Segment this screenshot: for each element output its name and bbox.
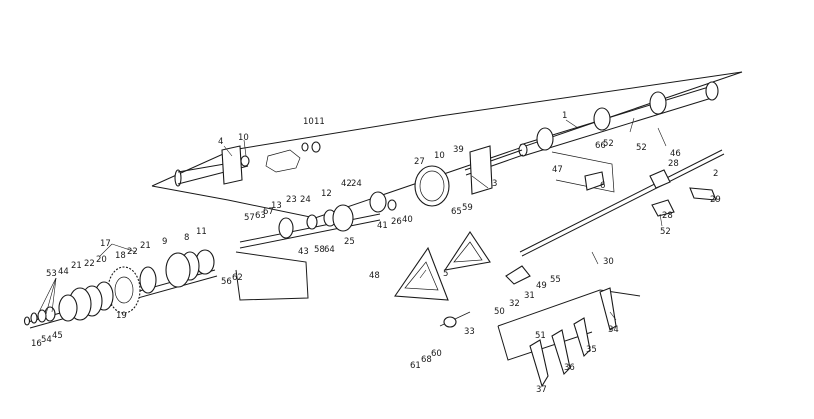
callout-41: 41 (377, 221, 388, 231)
callout-31: 31 (524, 291, 535, 301)
callout-45: 45 (52, 331, 63, 341)
callout-30: 30 (603, 257, 614, 267)
callout-28-b: 28 (662, 211, 673, 221)
callout-23: 23 (286, 195, 297, 205)
callout-39: 39 (453, 145, 464, 155)
callout-19: 19 (116, 311, 127, 321)
callout-47: 47 (552, 165, 563, 175)
callout-27: 27 (414, 157, 425, 167)
callout-53: 53 (46, 269, 57, 279)
callout-21-b: 21 (140, 241, 151, 251)
callout-20: 20 (96, 255, 107, 265)
left-gear-stack (23, 249, 218, 329)
callout-62: 62 (232, 273, 243, 283)
callout-44: 44 (58, 267, 69, 277)
callout-34: 34 (608, 325, 619, 335)
upper-assembly-plane (151, 71, 743, 219)
callout-24-a: 24 (300, 195, 311, 205)
callout-67: 67 (263, 207, 274, 217)
callout-68: 68 (421, 355, 432, 365)
leader-lines (37, 117, 667, 321)
callout-1: 1 (562, 111, 567, 121)
callout-63: 63 (255, 211, 266, 221)
callout-36: 36 (564, 363, 575, 373)
callout-5: 5 (443, 269, 448, 279)
callout-40: 40 (402, 215, 413, 225)
callout-33: 33 (464, 327, 475, 337)
callout-59: 59 (462, 203, 473, 213)
callout-52-b: 52 (636, 143, 647, 153)
rod-assembly (519, 149, 725, 257)
callout-2: 2 (713, 169, 718, 179)
callout-48: 48 (369, 271, 380, 281)
middle-components (235, 191, 397, 301)
callout-16: 16 (31, 339, 42, 349)
lever-group (497, 265, 641, 388)
callout-8: 8 (184, 233, 189, 243)
callout-60: 60 (431, 349, 442, 359)
callout-labels: 1 2 3 4 5 6 8 9 10 10 10 11 11 12 13 16 … (31, 111, 721, 395)
callout-61: 61 (410, 361, 421, 371)
callout-26: 26 (391, 217, 402, 227)
callout-10-b: 10 (303, 117, 314, 127)
callout-17: 17 (100, 239, 111, 249)
callout-64: 64 (324, 245, 335, 255)
triangular-plates (394, 231, 491, 328)
callout-10-a: 10 (238, 133, 249, 143)
callout-25: 25 (344, 237, 355, 247)
callout-35: 35 (586, 345, 597, 355)
callout-51: 51 (535, 331, 546, 341)
callout-22-b: 22 (127, 247, 138, 257)
callout-10-c: 10 (434, 151, 445, 161)
short-shaft-part (174, 141, 321, 187)
callout-9: 9 (162, 237, 167, 247)
callout-4: 4 (218, 137, 223, 147)
callout-46: 46 (670, 149, 681, 159)
callout-65: 65 (451, 207, 462, 217)
callout-55: 55 (550, 275, 561, 285)
callout-28-a: 28 (668, 159, 679, 169)
callout-42: 42 (341, 179, 352, 189)
callout-32: 32 (509, 299, 520, 309)
callout-54: 54 (41, 335, 52, 345)
callout-56: 56 (221, 277, 232, 287)
callout-29: 29 (710, 195, 721, 205)
callout-11-a: 11 (196, 227, 207, 237)
callout-3: 3 (492, 179, 497, 189)
callout-49: 49 (536, 281, 547, 291)
callout-52-a: 52 (603, 139, 614, 149)
callout-22-a: 22 (84, 259, 95, 269)
ring-part (414, 165, 450, 207)
main-shaft-assembly (464, 81, 719, 195)
callout-11-b: 11 (314, 117, 325, 127)
callout-66: 66 (595, 141, 606, 151)
callout-12: 12 (321, 189, 332, 199)
callout-21-a: 21 (71, 261, 82, 271)
callout-6: 6 (600, 181, 605, 191)
callout-52-c: 52 (660, 227, 671, 237)
callout-50: 50 (494, 307, 505, 317)
callout-43: 43 (298, 247, 309, 257)
callout-13: 13 (271, 201, 282, 211)
callout-57: 57 (244, 213, 255, 223)
callout-58: 58 (314, 245, 325, 255)
callout-37: 37 (536, 385, 547, 395)
callout-24-b: 24 (351, 179, 362, 189)
callout-18: 18 (115, 251, 126, 261)
